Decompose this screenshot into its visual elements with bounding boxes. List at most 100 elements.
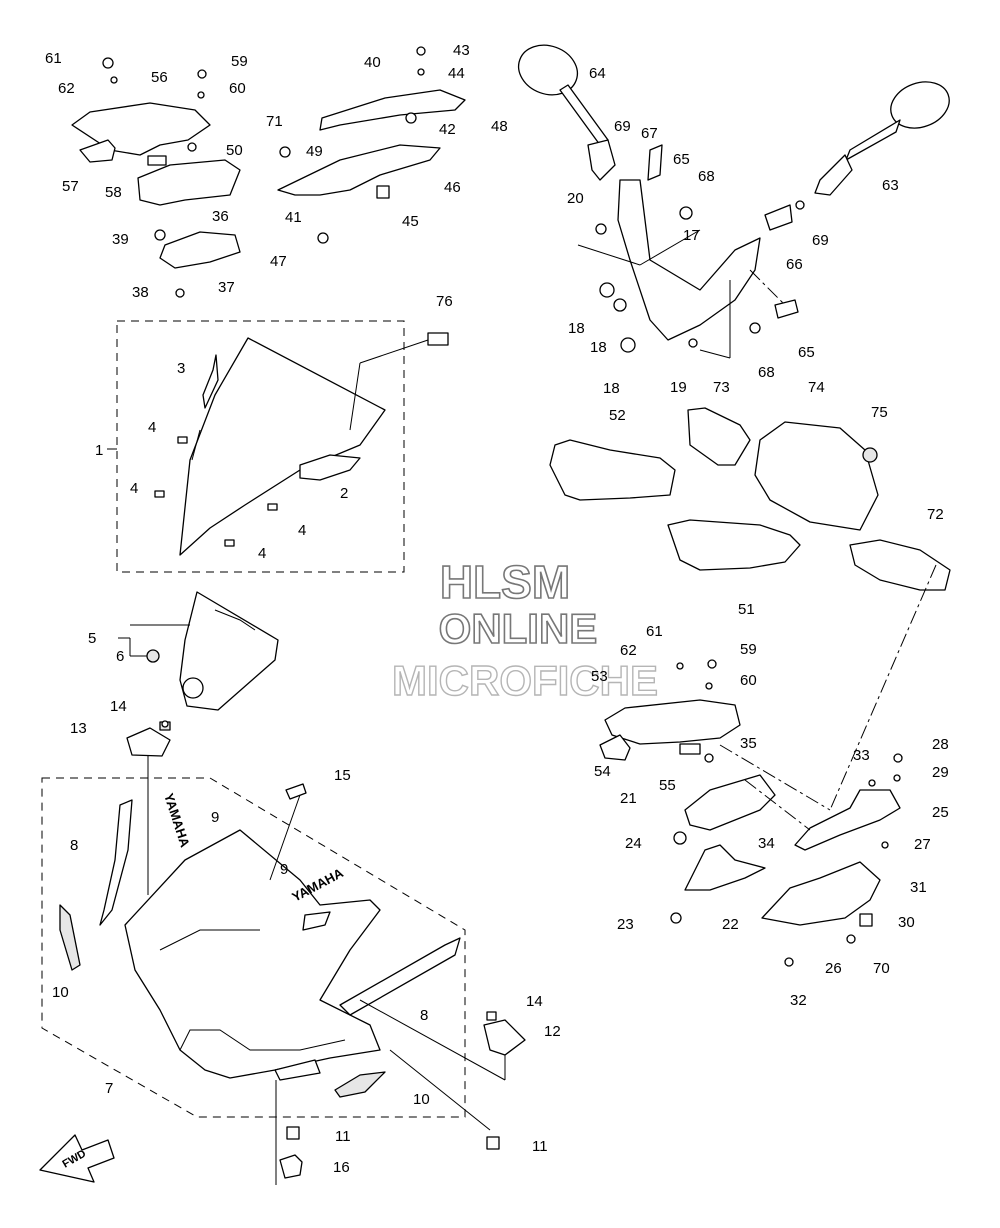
callout-60b: 60 (740, 672, 757, 689)
callout-39: 39 (112, 231, 129, 248)
clip-45 (376, 185, 390, 199)
callout-61b: 61 (646, 623, 663, 640)
callout-49: 49 (306, 143, 323, 160)
callout-4a: 4 (148, 419, 156, 436)
callout-21: 21 (620, 790, 637, 807)
clip-30 (859, 913, 873, 927)
chain-line-b (719, 744, 831, 811)
callout-10a: 10 (52, 984, 69, 1001)
callout-26: 26 (825, 960, 842, 977)
inner-panel (179, 591, 279, 711)
windshield (179, 337, 386, 556)
callout-70: 70 (873, 960, 890, 977)
callout-18a: 18 (568, 320, 585, 337)
callout-74: 74 (808, 379, 825, 396)
chain-line-d (749, 269, 786, 306)
callout-62b: 62 (620, 642, 637, 659)
callout-76: 76 (436, 293, 453, 310)
callout-4c: 4 (298, 522, 306, 539)
callout-75: 75 (871, 404, 888, 421)
side-strip-left (99, 799, 133, 926)
front-cowl-group-box (41, 777, 466, 1118)
callout-22: 22 (722, 916, 739, 933)
callout-10b: 10 (413, 1091, 430, 1108)
callout-63: 63 (882, 177, 899, 194)
callout-37: 37 (218, 279, 235, 296)
callout-11a: 11 (335, 1128, 351, 1145)
cowl-stay-17 (617, 179, 761, 341)
side-strip-right (339, 937, 461, 1016)
chain-line-a (829, 564, 937, 811)
callout-32: 32 (790, 992, 807, 1009)
callout-34: 34 (758, 835, 775, 852)
callout-60a: 60 (229, 80, 246, 97)
duct-21 (684, 774, 776, 831)
callout-65b: 65 (798, 344, 815, 361)
clip-11a (286, 1126, 300, 1140)
callout-12: 12 (544, 1023, 561, 1040)
callout-58: 58 (105, 184, 122, 201)
pad-58 (147, 155, 167, 166)
stay-41 (277, 144, 441, 196)
ring-72 (849, 539, 951, 591)
duct-53 (604, 699, 741, 745)
callout-53: 53 (591, 668, 608, 685)
callout-48: 48 (491, 118, 508, 135)
callout-33: 33 (853, 747, 870, 764)
callout-numbers: 1 2 3 4 4 4 4 5 6 7 8 8 9 9 10 10 11 11 … (45, 42, 949, 1176)
windshield-group-box (116, 320, 405, 573)
callout-54: 54 (594, 763, 611, 780)
callout-7: 7 (105, 1080, 113, 1097)
callout-9b: 9 (280, 861, 288, 878)
callout-40: 40 (364, 54, 381, 71)
callout-14a: 14 (110, 698, 127, 715)
callout-68b: 68 (758, 364, 775, 381)
duct-36 (137, 159, 241, 206)
callout-4d: 4 (258, 545, 266, 562)
callout-64: 64 (589, 65, 606, 82)
callout-8b: 8 (420, 1007, 428, 1024)
callout-15: 15 (334, 767, 351, 784)
callout-17: 17 (683, 227, 700, 244)
callout-73: 73 (713, 379, 730, 396)
callout-52: 52 (609, 407, 626, 424)
seal-54 (599, 734, 631, 761)
callout-50: 50 (226, 142, 243, 159)
callout-14b: 14 (526, 993, 543, 1010)
callout-44: 44 (448, 65, 465, 82)
callout-31: 31 (910, 879, 927, 896)
callout-71: 71 (266, 113, 283, 130)
clip-11b (486, 1136, 500, 1150)
duct-51 (667, 519, 801, 571)
callout-59a: 59 (231, 53, 248, 70)
callout-67: 67 (641, 125, 658, 142)
mirror-left (517, 44, 616, 181)
panel-40 (319, 89, 466, 131)
callout-42: 42 (439, 121, 456, 138)
watermark-line1: HLSM (440, 556, 570, 608)
grommet-6 (146, 649, 160, 663)
seal-57 (79, 139, 116, 163)
callout-66: 66 (786, 256, 803, 273)
duct-52 (549, 439, 676, 501)
yamaha-decal-left: YAMAHA (161, 791, 193, 849)
callout-62a: 62 (58, 80, 75, 97)
callout-11b: 11 (532, 1138, 548, 1155)
watermark-line3: MICROFICHE (392, 657, 658, 704)
callout-46: 46 (444, 179, 461, 196)
callout-16: 16 (333, 1159, 350, 1176)
duct-74 (754, 421, 879, 531)
callout-38: 38 (132, 284, 149, 301)
callout-51: 51 (738, 601, 755, 618)
callout-59b: 59 (740, 641, 757, 658)
callout-47: 47 (270, 253, 287, 270)
bracket-12 (483, 1019, 526, 1056)
callout-29: 29 (932, 764, 949, 781)
callout-3: 3 (177, 360, 185, 377)
callout-43: 43 (453, 42, 470, 59)
callout-27: 27 (914, 836, 931, 853)
callout-13: 13 (70, 720, 87, 737)
callout-68a: 68 (698, 168, 715, 185)
